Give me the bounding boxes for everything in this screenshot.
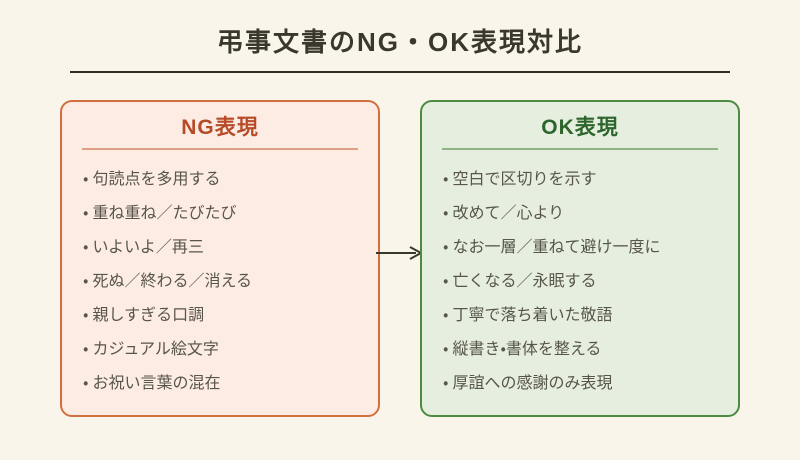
- ok-panel: OK表現 ・空白で区切りを示す ・改めて／心より ・なお一層／重ねて避け一度に …: [420, 100, 740, 417]
- list-item: ・丁寧で落ち着いた敬語: [443, 299, 728, 333]
- list-item-text: 親しすぎる口調: [92, 307, 205, 324]
- list-item-text: 句読点を多用する: [92, 171, 221, 188]
- ok-panel-divider: [442, 148, 718, 150]
- ng-panel-divider: [82, 148, 358, 150]
- list-item-text: 亡くなる／永眠する: [452, 273, 597, 290]
- list-item: ・いよいよ／再三: [83, 231, 368, 265]
- bullet: ・: [83, 307, 89, 324]
- ng-panel-title: NG表現: [181, 116, 259, 139]
- bullet: ・: [83, 341, 89, 358]
- list-item: ・改めて／心より: [443, 197, 728, 231]
- list-item: ・お祝い言葉の混在: [83, 367, 368, 401]
- list-item: ・カジュアル絵文字: [83, 333, 368, 367]
- ng-panel: NG表現 ・句読点を多用する ・重ね重ね／たびたび ・いよいよ／再三 ・死ぬ／終…: [60, 100, 380, 417]
- list-item-text: お祝い言葉の混在: [92, 375, 221, 392]
- bullet: ・: [83, 375, 89, 392]
- bullet: ・: [443, 239, 449, 256]
- list-item: ・縦書き・書体を整える: [443, 333, 728, 367]
- list-item: ・厚誼への感謝のみ表現: [443, 367, 728, 401]
- bullet: ・: [443, 273, 449, 290]
- list-item-text: なお一層／重ねて避け一度に: [452, 239, 661, 256]
- list-item: ・句読点を多用する: [83, 163, 368, 197]
- title-underline: [70, 71, 730, 73]
- list-item-text: 死ぬ／終わる／消える: [92, 273, 252, 290]
- bullet: ・: [443, 375, 449, 392]
- page-title: 弔事文書のNG・OK表現対比: [216, 27, 583, 57]
- bullet: ・: [83, 273, 89, 290]
- ok-item-list: ・空白で区切りを示す ・改めて／心より ・なお一層／重ねて避け一度に ・亡くなる…: [422, 163, 738, 401]
- right-arrow-icon: [376, 246, 424, 260]
- bullet: ・: [83, 205, 89, 222]
- list-item: ・亡くなる／永眠する: [443, 265, 728, 299]
- bullet: ・: [443, 341, 449, 358]
- list-item: ・死ぬ／終わる／消える: [83, 265, 368, 299]
- list-item-text: カジュアル絵文字: [92, 341, 219, 358]
- list-item-text: 改めて／心より: [452, 205, 565, 222]
- list-item: ・空白で区切りを示す: [443, 163, 728, 197]
- bullet: ・: [83, 171, 89, 188]
- list-item: ・なお一層／重ねて避け一度に: [443, 231, 728, 265]
- list-item-text: いよいよ／再三: [92, 239, 204, 256]
- list-item: ・親しすぎる口調: [83, 299, 368, 333]
- bullet: ・: [443, 171, 449, 188]
- bullet: ・: [83, 239, 89, 256]
- list-item-text: 丁寧で落ち着いた敬語: [452, 307, 613, 324]
- list-item-text: 縦書き・書体を整える: [452, 341, 602, 358]
- list-item-text: 重ね重ね／たびたび: [92, 205, 237, 222]
- bullet: ・: [443, 307, 449, 324]
- bullet: ・: [443, 205, 449, 222]
- list-item: ・重ね重ね／たびたび: [83, 197, 368, 231]
- ok-panel-title: OK表現: [541, 116, 619, 139]
- ng-item-list: ・句読点を多用する ・重ね重ね／たびたび ・いよいよ／再三 ・死ぬ／終わる／消え…: [62, 163, 378, 401]
- list-item-text: 厚誼への感謝のみ表現: [452, 375, 613, 392]
- list-item-text: 空白で区切りを示す: [452, 171, 597, 188]
